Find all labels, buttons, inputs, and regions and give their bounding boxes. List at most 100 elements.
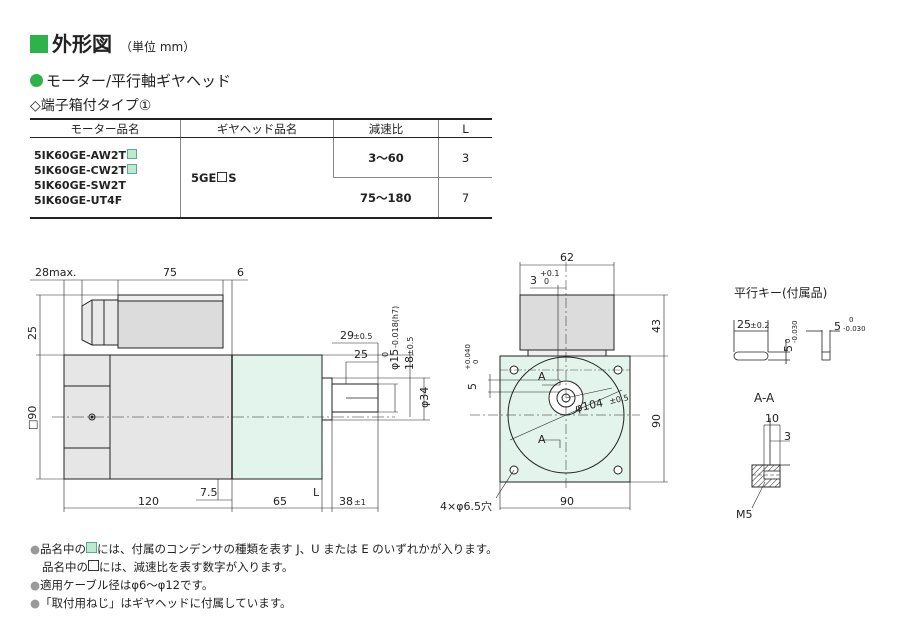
th-gearhead: ギヤヘッド品名 xyxy=(180,118,334,138)
note-text: 適用ケーブル径はφ6～φ12です。 xyxy=(40,578,214,592)
model-name: 5IK60GE-SW2T xyxy=(34,178,126,192)
side-dim-text: 28max. 75 6 25 □90 120 7.5 65 L 38 ±1 29… xyxy=(26,266,431,508)
dim-38: 38 xyxy=(339,495,353,508)
section-label-a: A xyxy=(538,370,546,383)
note-item: ●適用ケーブル径はφ6～φ12です。 xyxy=(30,576,498,594)
front-dim-text: 62 3 +0.1 0 43 5 +0.040 0 A A φ104 ±0.5 … xyxy=(440,251,663,513)
note-text: 「取付用ねじ」はギヤヘッドに付属しています。 xyxy=(40,596,292,610)
terminal-box xyxy=(117,294,224,349)
front-flange xyxy=(499,355,631,483)
dim-phi104: φ104 xyxy=(574,396,604,415)
notes: ●品名中のには、付属のコンデンサの種類を表す J、U または E のいずれかが入… xyxy=(30,540,498,612)
dim-3-tol-bot: 0 xyxy=(544,277,549,286)
dim-key-25: 25 xyxy=(737,318,751,331)
type-subtitle: ◇端子箱付タイプ① xyxy=(30,98,152,114)
dim-62: 62 xyxy=(560,251,574,264)
green-dot-icon xyxy=(30,74,43,87)
gearhead-prefix: 5GE xyxy=(191,170,217,185)
note-item: 品名中のには、減速比を表す数字が入ります。 xyxy=(30,558,498,576)
dim-28max: 28max. xyxy=(35,266,76,279)
note-item: ●「取付用ねじ」はギヤヘッドに付属しています。 xyxy=(30,594,498,612)
spec-table: モーター品名 ギヤヘッド品名 減速比 L 5IK60GE-AW2T 5IK60G… xyxy=(30,118,492,219)
front-dim-lines xyxy=(488,262,668,510)
dim-sec-3: 3 xyxy=(784,430,791,443)
front-terminal-box xyxy=(519,294,615,351)
section-subtitle: モーター/平行軸ギヤヘッド xyxy=(30,70,231,91)
key-text: 平行キー(付属品) 25 ±0.2 5 0 -0.030 5 0 -0.030 … xyxy=(734,286,866,521)
green-square-icon xyxy=(30,35,48,53)
dim-18: 18 xyxy=(403,356,416,370)
side-view xyxy=(52,294,395,480)
section-title: A-A xyxy=(754,391,775,405)
dim-90: □90 xyxy=(26,406,39,430)
dim-90v: 90 xyxy=(650,414,663,428)
dim-key-5b: 5 xyxy=(834,320,841,333)
dim-38-tol: ±1 xyxy=(354,498,366,507)
section-aa xyxy=(751,424,790,509)
white-box-icon xyxy=(88,560,99,571)
dim-key-5b-tol: -0.030 xyxy=(843,325,866,333)
dim-6: 6 xyxy=(237,266,244,279)
green-box-icon xyxy=(127,148,137,159)
dim-5: 5 xyxy=(466,383,479,390)
th-motor: モーター品名 xyxy=(30,118,181,138)
dim-29-tol: ±0.5 xyxy=(353,332,372,341)
page-title: 外形図 （単位 mm） xyxy=(30,28,195,57)
th-ratio: 減速比 xyxy=(333,118,439,138)
section-label-a: A xyxy=(538,433,546,446)
note-pre: 品名中の xyxy=(42,560,88,574)
ratio-cell: 75～180 xyxy=(333,177,439,219)
dim-120: 120 xyxy=(138,495,159,508)
th-L: L xyxy=(438,118,492,138)
key-title: 平行キー(付属品) xyxy=(734,286,827,300)
green-box-icon xyxy=(86,542,98,553)
bullet-icon: ● xyxy=(30,578,41,592)
cable-gland xyxy=(81,299,119,346)
L-cell: 3 xyxy=(438,137,492,178)
side-dim-lines xyxy=(30,279,430,512)
gearhead-name: 5GE S xyxy=(180,137,334,219)
dim-3: 3 xyxy=(530,274,537,287)
key-end-view xyxy=(821,351,831,361)
dim-5-tol-top: +0.040 xyxy=(464,344,472,370)
dim-3-tol-top: +0.1 xyxy=(540,269,559,278)
model-name: 5IK60GE-CW2T xyxy=(34,163,127,177)
dim-key-25-tol: ±0.2 xyxy=(750,321,769,330)
dim-key-5a: 5 xyxy=(782,345,795,352)
subtitle-text: モーター/平行軸ギヤヘッド xyxy=(46,72,232,90)
model-name: 5IK60GE-UT4F xyxy=(34,193,123,207)
dim-5-tol-bot: 0 xyxy=(472,360,480,364)
dim-key-5b-tol0: 0 xyxy=(849,316,853,324)
dim-key-5a-tol: -0.030 xyxy=(791,320,799,343)
dim-key-5a-tol0: 0 xyxy=(784,339,792,343)
dim-18-tol: ±0.5 xyxy=(406,337,415,356)
mount-hole xyxy=(613,465,623,475)
model-name: 5IK60GE-AW2T xyxy=(34,148,126,162)
dim-25: 25 xyxy=(26,326,39,340)
bullet-icon: ● xyxy=(30,596,41,610)
green-box-icon xyxy=(127,163,138,174)
dim-phi104-tol: ±0.5 xyxy=(609,393,630,406)
note-text: には、減速比を表す数字が入ります。 xyxy=(99,560,294,574)
title-text: 外形図 xyxy=(52,32,112,56)
dim-phi15: φ15 xyxy=(388,349,401,370)
L-cell: 7 xyxy=(438,177,492,219)
dim-phi34: φ34 xyxy=(418,387,431,408)
front-view xyxy=(470,262,640,490)
gearhead-suffix: S xyxy=(228,170,237,185)
dim-phi15-tol: -0.018(h7) xyxy=(391,306,400,348)
dim-7-5: 7.5 xyxy=(200,486,218,499)
dim-90h: 90 xyxy=(560,495,574,508)
dim-sec-m5: M5 xyxy=(736,508,753,521)
dim-25b: 25 xyxy=(354,348,368,361)
model-list: 5IK60GE-AW2T 5IK60GE-CW2T 5IK60GE-SW2T 5… xyxy=(30,137,181,219)
shaft-hub xyxy=(321,377,333,421)
ratio-cell: 3～60 xyxy=(333,137,439,178)
dim-75: 75 xyxy=(163,266,177,279)
note-pre: 品名中の xyxy=(40,542,87,556)
bullet-icon: ● xyxy=(30,542,41,556)
note-item: ●品名中のには、付属のコンデンサの種類を表す J、U または E のいずれかが入… xyxy=(30,540,498,558)
dim-holes: 4×φ6.5穴 xyxy=(440,499,492,513)
white-box-icon xyxy=(217,171,228,182)
